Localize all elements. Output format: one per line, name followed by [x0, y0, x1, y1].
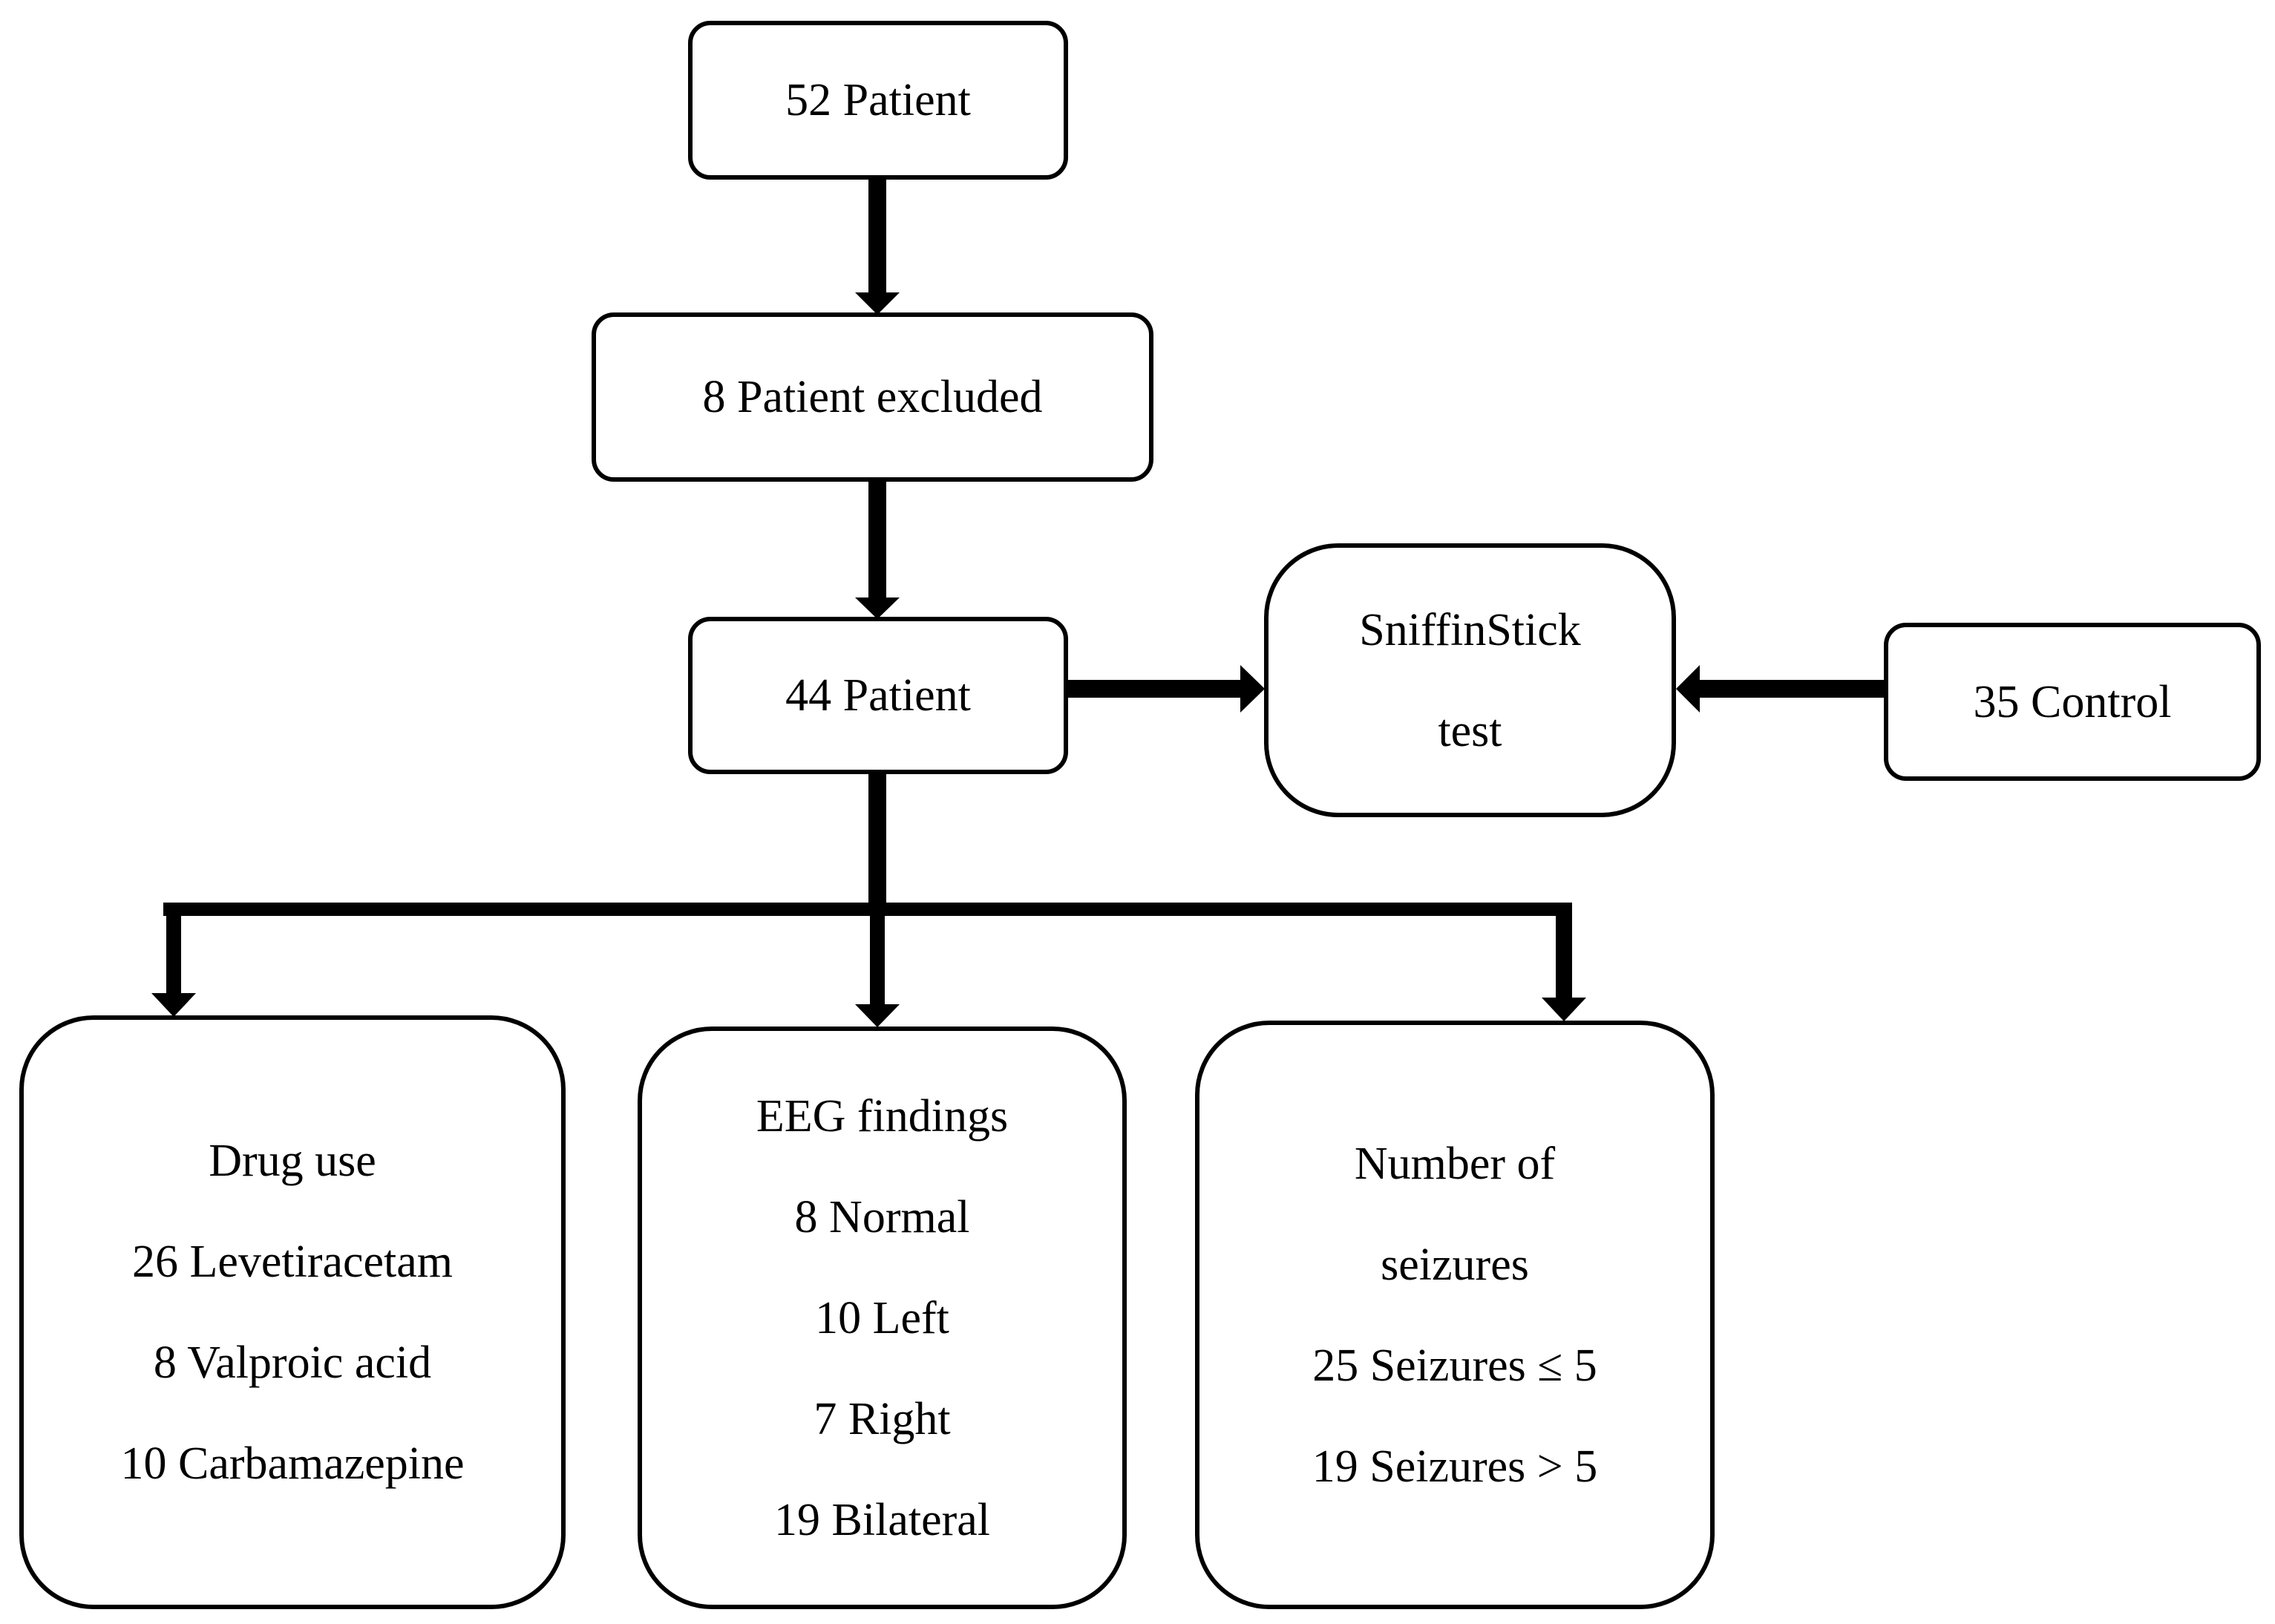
node-item: 25 Seizures ≤ 5: [1312, 1340, 1597, 1391]
node-control-group: 35 Control: [1884, 623, 2261, 781]
node-heading: seizures: [1381, 1239, 1529, 1290]
edge-patients-excluded: [868, 180, 886, 292]
arrowhead-included: [855, 597, 900, 619]
node-item: 8 Valproic acid: [153, 1337, 432, 1388]
node-item: 8 Normal: [794, 1191, 970, 1242]
edge-branch-eeg: [870, 903, 885, 1004]
node-total-patients: 52 Patient: [688, 21, 1068, 180]
edge-branch-seizures: [1556, 903, 1572, 998]
node-item: 7 Right: [814, 1393, 951, 1444]
arrowhead-test-right: [1676, 665, 1700, 713]
node-heading: EEG findings: [756, 1090, 1009, 1142]
arrowhead-excluded: [855, 292, 900, 315]
node-label: 52 Patient: [785, 75, 971, 125]
node-item: 10 Carbamazepine: [120, 1438, 465, 1489]
node-label: SniffinStick: [1359, 604, 1581, 655]
edge-included-branch: [868, 774, 886, 913]
edge-control-test: [1700, 680, 1884, 698]
edge-branch-drug: [166, 903, 181, 993]
edge-included-test: [1068, 680, 1240, 698]
branch-bar: [163, 903, 1572, 916]
node-item: 19 Seizures > 5: [1312, 1441, 1598, 1492]
node-item: 10 Left: [815, 1292, 949, 1343]
node-included-patients: 44 Patient: [688, 617, 1068, 774]
node-label: 35 Control: [1973, 676, 2172, 727]
arrowhead-seizures: [1542, 998, 1586, 1021]
node-label: test: [1438, 705, 1502, 756]
node-item: 19 Bilateral: [774, 1494, 990, 1545]
edge-excluded-included: [868, 482, 886, 597]
node-eeg-findings: EEG findings 8 Normal 10 Left 7 Right 19…: [638, 1027, 1127, 1609]
node-label: 8 Patient excluded: [702, 372, 1043, 422]
node-drug-use: Drug use 26 Levetiracetam 8 Valproic aci…: [19, 1015, 566, 1609]
arrowhead-test-left: [1240, 665, 1265, 713]
node-sniffinstick-test: SniffinStick test: [1264, 543, 1676, 817]
arrowhead-eeg: [855, 1004, 900, 1027]
node-number-of-seizures: Number of seizures 25 Seizures ≤ 5 19 Se…: [1195, 1021, 1715, 1609]
node-heading: Number of: [1354, 1138, 1556, 1189]
node-item: 26 Levetiracetam: [131, 1237, 454, 1287]
node-label: 44 Patient: [785, 670, 971, 721]
node-heading: Drug use: [209, 1136, 376, 1186]
arrowhead-drug: [151, 993, 196, 1017]
node-excluded-patients: 8 Patient excluded: [592, 312, 1153, 482]
